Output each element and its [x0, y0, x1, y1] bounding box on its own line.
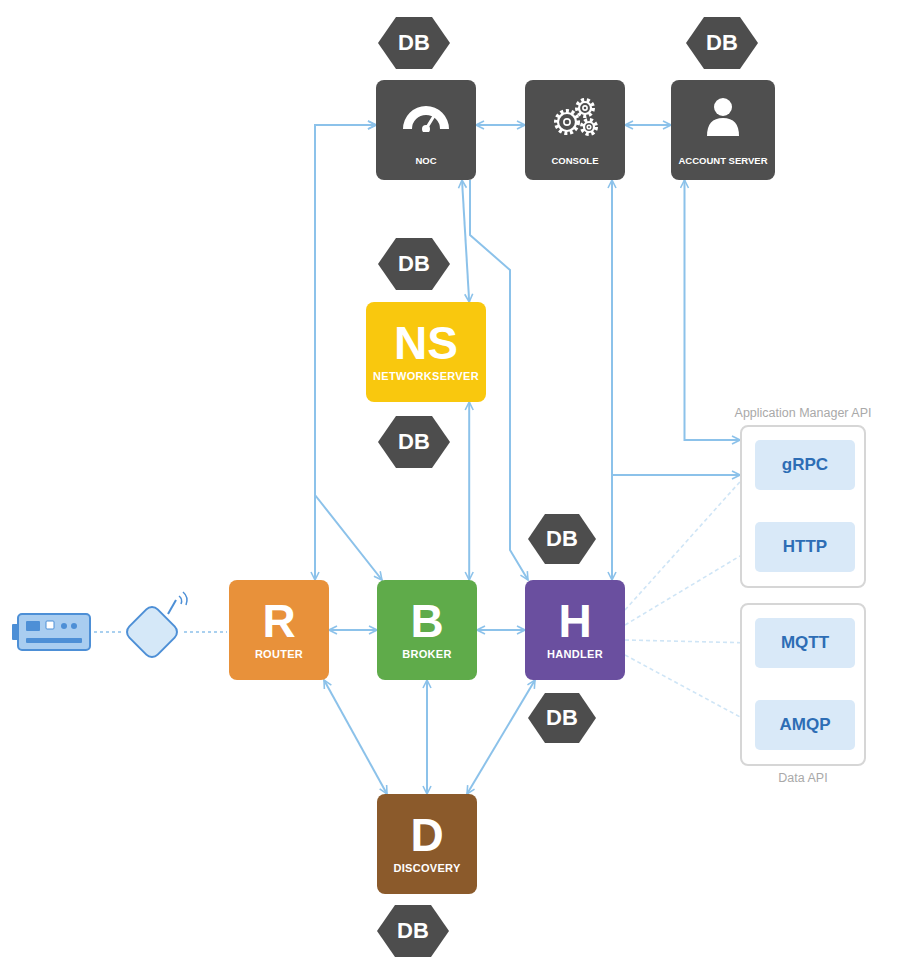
- db-hexagon: DB: [378, 17, 450, 69]
- component-letter: H: [558, 598, 591, 644]
- db-label: DB: [706, 32, 738, 54]
- api-name: MQTT: [781, 633, 829, 653]
- api-panel: Application Manager APIgRPCHTTP: [740, 425, 866, 588]
- connector-arrow: [685, 180, 741, 440]
- person-icon: [703, 96, 743, 140]
- component-letter: R: [262, 598, 295, 644]
- connector-arrow: [467, 680, 535, 794]
- box-label: ROUTER: [255, 648, 303, 661]
- db-label: DB: [546, 528, 578, 550]
- handler-box: H HANDLER: [525, 580, 625, 680]
- api-button: gRPC: [755, 440, 855, 490]
- db-hexagon: DB: [528, 514, 596, 564]
- api-link: [625, 655, 755, 725]
- db-label: DB: [546, 707, 578, 729]
- router-box: R ROUTER: [229, 580, 329, 680]
- box-label: NOC: [415, 156, 436, 166]
- account-server-box: ACCOUNT SERVER: [671, 80, 775, 180]
- connector-arrow: [625, 124, 671, 126]
- api-button: HTTP: [755, 522, 855, 572]
- gears-icon: [549, 96, 601, 142]
- gauge-icon: [400, 96, 452, 136]
- db-label: DB: [398, 253, 430, 275]
- panel-heading: Application Manager API: [735, 405, 872, 421]
- console-box: CONSOLE: [525, 80, 625, 180]
- component-letter: B: [410, 598, 443, 644]
- component-letter: D: [410, 812, 443, 858]
- box-label: HANDLER: [547, 648, 603, 661]
- box-label: ACCOUNT SERVER: [678, 156, 767, 166]
- connector-arrow: [329, 629, 377, 631]
- api-button: AMQP: [755, 700, 855, 750]
- connector-arrow: [477, 629, 525, 631]
- api-link: [625, 640, 755, 643]
- api-name: HTTP: [783, 537, 827, 557]
- db-hexagon: DB: [686, 17, 758, 69]
- connector-arrow: [462, 180, 469, 302]
- api-name: gRPC: [782, 455, 828, 475]
- connector-arrow: [468, 402, 470, 580]
- broker-box: B BROKER: [377, 580, 477, 680]
- noc-box: NOC: [376, 80, 476, 180]
- api-panel: Data APIMQTTAMQP: [740, 603, 866, 766]
- db-label: DB: [398, 431, 430, 453]
- box-label: DISCOVERY: [393, 862, 460, 875]
- db-hexagon: DB: [528, 693, 596, 743]
- api-link: [625, 547, 755, 625]
- discovery-box: D DISCOVERY: [377, 794, 477, 894]
- gateway-link: [184, 631, 227, 633]
- connector-arrow: [476, 124, 525, 126]
- box-label: CONSOLE: [552, 156, 599, 166]
- connector-arrow: [324, 680, 387, 794]
- connector-arrow: [612, 180, 740, 475]
- lora-device: [12, 614, 90, 650]
- api-name: AMQP: [780, 715, 831, 735]
- connector-arrow: [426, 680, 428, 794]
- api-button: MQTT: [755, 618, 855, 668]
- network-server-box: NS NETWORKSERVER: [366, 302, 486, 402]
- db-hexagon: DB: [377, 905, 449, 957]
- db-hexagon: DB: [378, 238, 450, 290]
- gateway: [124, 592, 187, 660]
- panel-heading: Data API: [778, 770, 827, 786]
- box-label: NETWORKSERVER: [373, 370, 479, 383]
- box-label: BROKER: [402, 648, 451, 661]
- db-hexagon: DB: [378, 416, 450, 468]
- api-link: [625, 465, 755, 610]
- db-label: DB: [398, 32, 430, 54]
- component-letter: NS: [394, 320, 458, 366]
- radio-link: [94, 631, 122, 633]
- db-label: DB: [397, 920, 429, 942]
